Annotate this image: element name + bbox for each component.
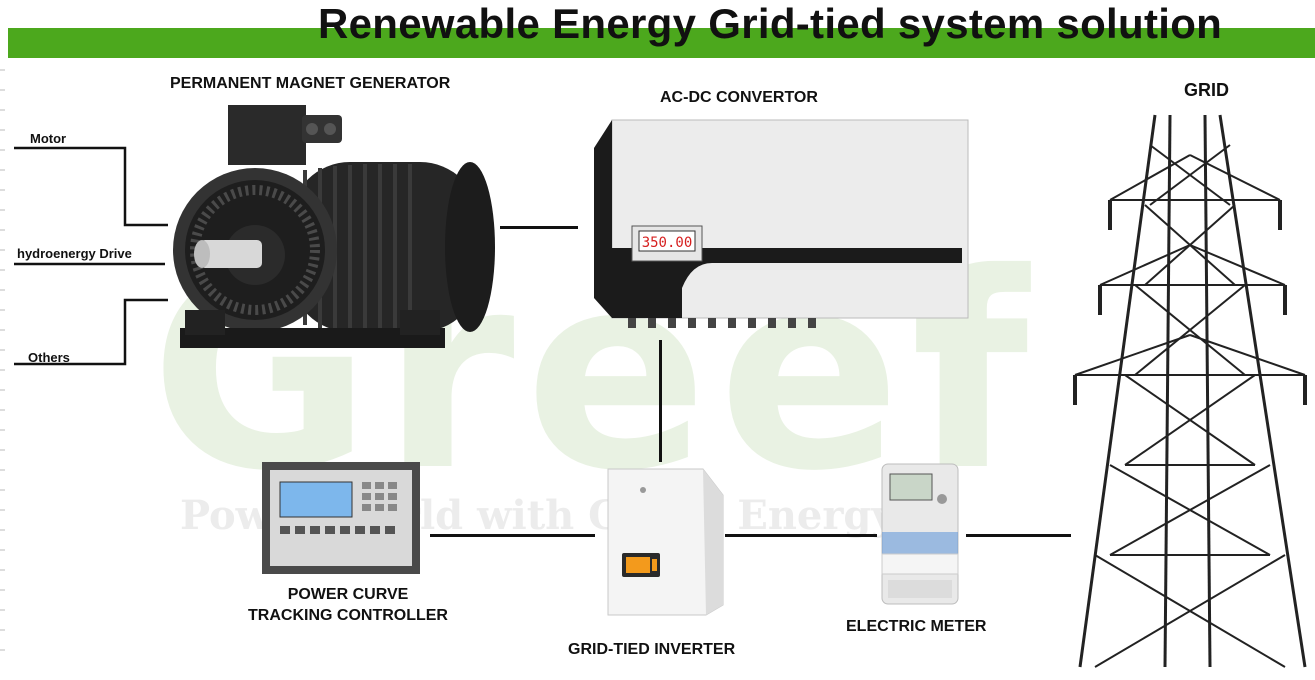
input-label-hydro: hydroenergy Drive: [17, 246, 132, 261]
inverter-image: [607, 468, 724, 616]
inverter-to-meter-line: [725, 534, 877, 537]
generator-image: [173, 105, 495, 348]
grid-tower-image: [1073, 114, 1307, 668]
meter-label: ELECTRIC METER: [846, 618, 987, 635]
edge-ruler: [0, 69, 5, 651]
gen-to-convertor-line: [500, 226, 578, 229]
meter-image: [881, 463, 959, 605]
grid-label: GRID: [1184, 80, 1229, 100]
controller-label-line2: TRACKING CONTROLLER: [248, 607, 448, 624]
convertor-to-inverter-line: [659, 340, 662, 462]
page-title: Renewable Energy Grid-tied system soluti…: [318, 0, 1223, 47]
input-label-motor: Motor: [30, 131, 67, 146]
controller-image: [262, 462, 420, 574]
controller-label-line1: POWER CURVE: [287, 586, 409, 603]
meter-to-grid-line: [966, 534, 1071, 537]
title-bar: [8, 28, 1315, 58]
convertor-image: 350.00: [594, 119, 969, 328]
convertor-label: AC-DC CONVERTOR: [660, 89, 818, 106]
inverter-label: GRID-TIED INVERTER: [568, 641, 736, 658]
convertor-display-readout: 350.00: [642, 235, 693, 251]
controller-to-inverter-line: [430, 534, 595, 537]
generator-label: PERMANENT MAGNET GENERATOR: [170, 75, 451, 92]
input-label-others: Others: [28, 350, 70, 365]
